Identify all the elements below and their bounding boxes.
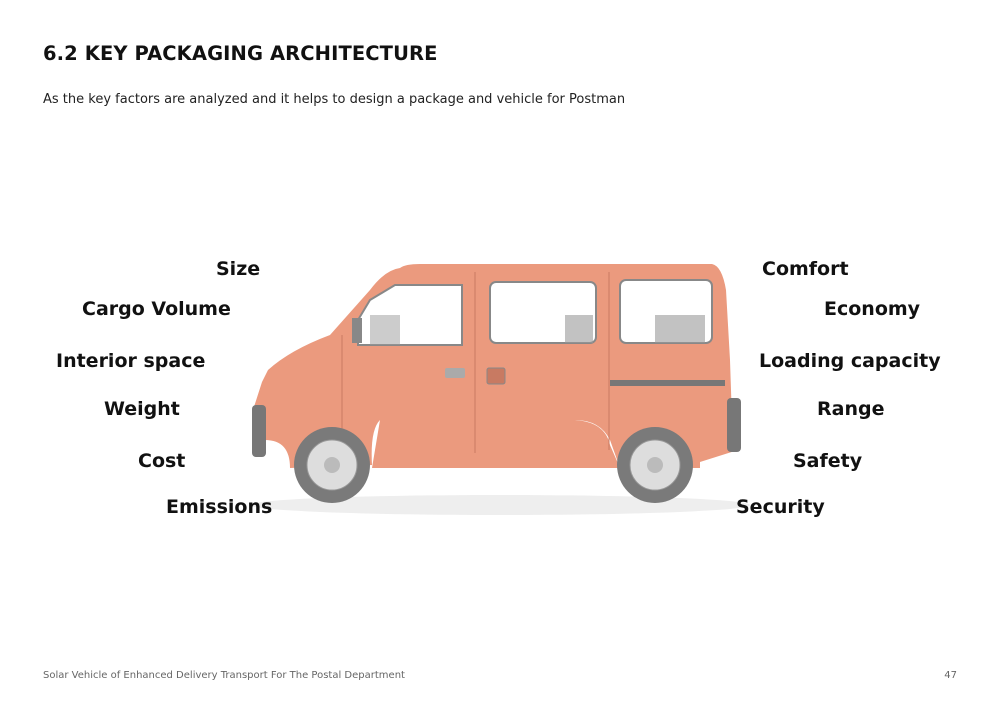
page-title: 6.2 KEY PACKAGING ARCHITECTURE [43,42,438,65]
intro-text: As the key factors are analyzed and it h… [43,92,626,107]
factor-weight: Weight [104,398,180,420]
factor-security: Security [736,496,825,518]
factor-comfort: Comfort [762,258,849,280]
side-stripe [610,380,725,386]
rear-wheel [617,427,693,503]
front-wheel [294,427,370,503]
factor-safety: Safety [793,450,863,472]
factor-emissions: Emissions [166,496,273,518]
factor-loading-capacity: Loading capacity [759,350,941,372]
footer-document-title: Solar Vehicle of Enhanced Delivery Trans… [43,670,405,681]
factor-size: Size [216,258,261,280]
page-number: 47 [944,670,957,681]
factor-range: Range [817,398,885,420]
factor-cost: Cost [138,450,186,472]
factor-economy: Economy [824,298,921,320]
factor-interior-space: Interior space [56,350,206,372]
factor-cargo-volume: Cargo Volume [82,298,231,320]
